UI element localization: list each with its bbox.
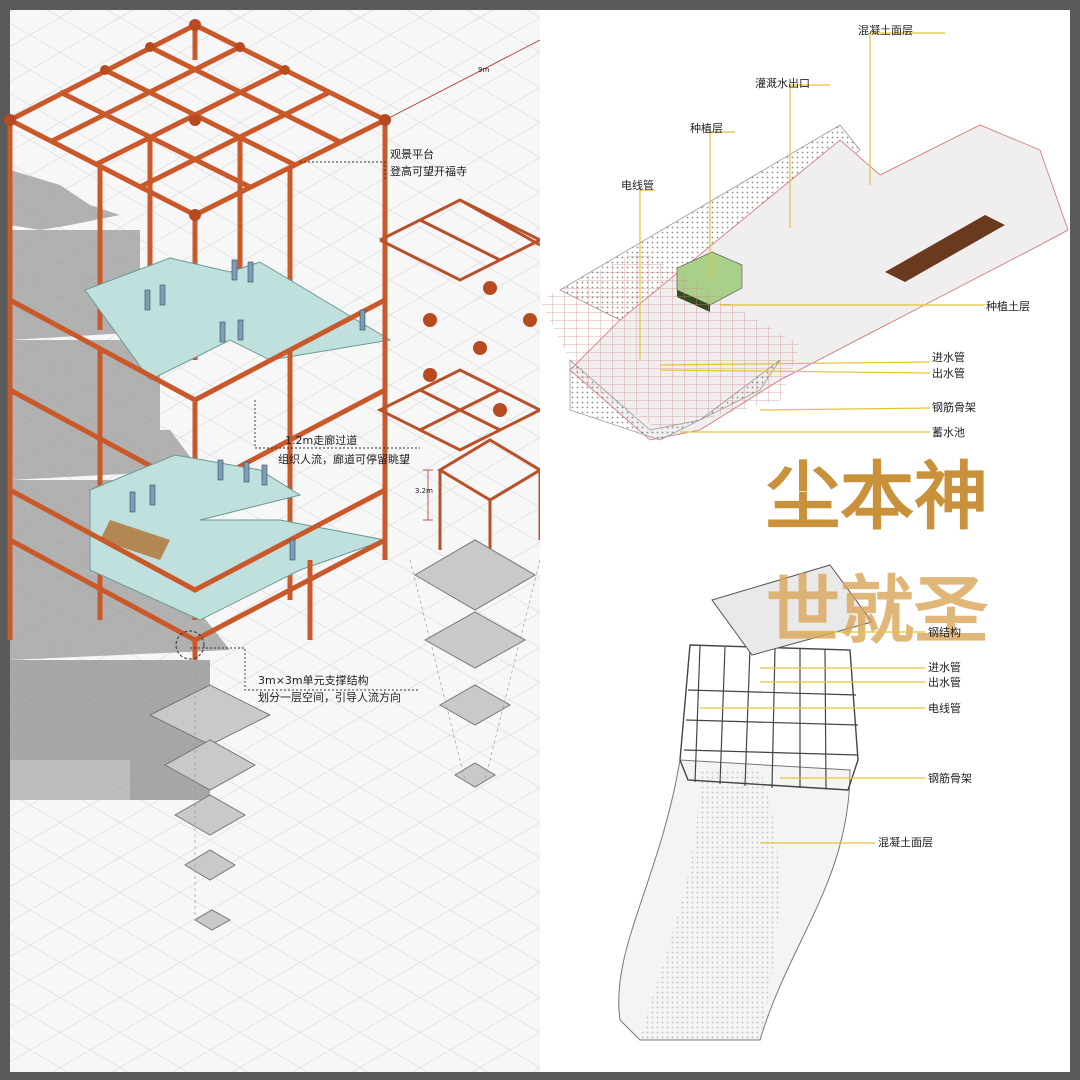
label-col-rebar: 钢筋骨架 <box>928 771 972 785</box>
frame-joints <box>4 19 391 221</box>
note-corridor-desc: 组织人流，廊道可停留眺望 <box>278 452 410 466</box>
note-corridor-title: 1.2m走廊过道 <box>285 433 357 447</box>
label-col-outlet: 出水管 <box>928 675 961 689</box>
dim-9m: 9m <box>478 66 489 74</box>
right-panel: 混凝土面层 灌溉水出口 种植层 电线管 种植土层 进水管 出水管 钢筋骨架 蓄水… <box>540 10 1070 1072</box>
label-planting-layer: 种植层 <box>690 121 723 135</box>
slogan-line-2: 世就圣 <box>766 568 988 654</box>
note-platform-desc: 登高可望开福寺 <box>390 164 467 178</box>
label-col-inlet: 进水管 <box>928 660 961 674</box>
label-steel-structure: 钢结构 <box>928 625 961 639</box>
bottom-leaders <box>700 631 925 844</box>
note-unit-title: 3m×3m单元支撑结构 <box>258 673 369 687</box>
exploded-joints <box>423 281 537 417</box>
left-panel: 9m 3.2m 观景平台 登高可望开福寺 1.2m走廊过道 组织人流，廊道可停留… <box>4 10 544 1072</box>
dim-3-2m: 3.2m <box>415 487 433 495</box>
label-concrete-surface: 混凝土面层 <box>858 23 913 37</box>
dimension-lines <box>384 39 541 521</box>
label-col-conduit: 电线管 <box>928 701 961 715</box>
platform-lower <box>8 454 387 660</box>
label-irrigation-outlet: 灌溉水出口 <box>755 76 810 90</box>
label-outlet-pipe: 出水管 <box>932 366 965 380</box>
label-inlet-pipe: 进水管 <box>932 350 965 364</box>
people-figures <box>129 259 366 561</box>
label-col-concrete: 混凝土面层 <box>878 835 933 849</box>
top-leaders <box>639 32 985 433</box>
note-unit-desc: 划分一层空间，引导人流方向 <box>258 690 401 704</box>
slogan-line-1: 尘本神 <box>766 454 988 540</box>
footings <box>148 539 536 931</box>
note-platform-title: 观景平台 <box>390 147 434 161</box>
label-reservoir: 蓄水池 <box>932 426 965 439</box>
footing-projection-lines <box>194 559 541 915</box>
label-soil-layer: 种植土层 <box>986 299 1030 313</box>
label-conduit: 电线管 <box>621 178 654 192</box>
label-rebar-frame: 钢筋骨架 <box>932 400 976 414</box>
note-leaders <box>190 161 420 691</box>
